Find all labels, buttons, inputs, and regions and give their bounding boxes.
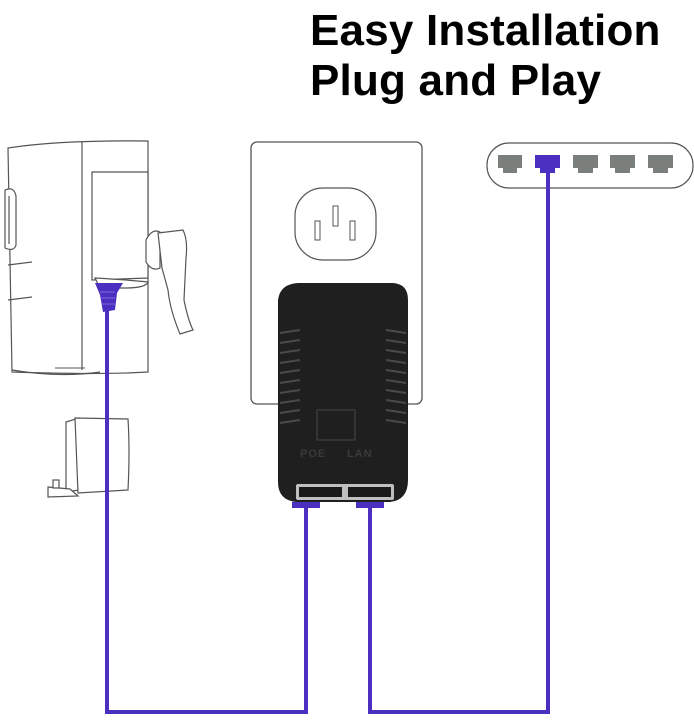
headline: Easy Installation Plug and Play xyxy=(310,6,661,106)
camera-connector xyxy=(95,283,123,312)
camera-illustration xyxy=(4,140,194,376)
lan-plug xyxy=(356,502,384,508)
cables xyxy=(105,172,550,714)
switch-port-3 xyxy=(573,155,598,173)
lan-port-label: LAN xyxy=(347,448,373,460)
headline-line-2: Plug and Play xyxy=(310,56,602,105)
mount-bracket xyxy=(47,417,130,498)
switch-port-5 xyxy=(648,155,673,173)
cable-injector-to-switch xyxy=(368,172,550,714)
headline-line-1: Easy Installation xyxy=(310,6,661,55)
poe-port-label: POE xyxy=(300,448,327,460)
switch-port-4 xyxy=(610,155,635,173)
poe-injector xyxy=(278,283,408,502)
cable-camera-to-injector xyxy=(105,310,308,714)
poe-plug xyxy=(292,502,320,508)
switch-port-2 xyxy=(535,155,560,173)
network-switch xyxy=(486,142,694,189)
switch-port-1 xyxy=(498,155,522,173)
